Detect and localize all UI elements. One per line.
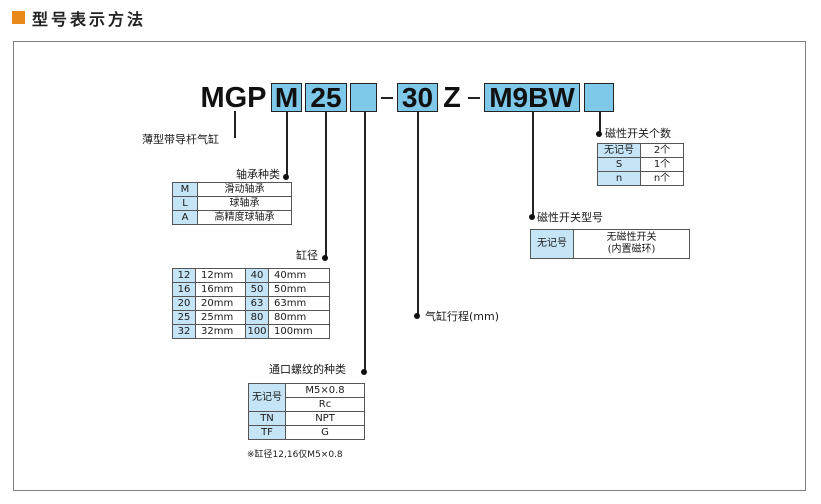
stroke-code-box: 30 [397, 83, 438, 112]
table-cell: 80mm [268, 310, 330, 325]
table-cell: G [285, 425, 365, 440]
bore-label: 缸径 [296, 249, 318, 262]
table-cell: 25mm [195, 310, 246, 325]
table-row: 16 16mm 50 50mm [172, 282, 330, 297]
port-label: 通口螺纹的种类 [269, 363, 346, 376]
table-row: A 高精度球轴承 [172, 210, 292, 225]
switch-type-label: 磁性开关型号 [537, 211, 603, 224]
port-footnote: ※缸径12,16仅M5×0.8 [247, 450, 343, 460]
table-cell: 滑动轴承 [197, 182, 292, 197]
table-cell: 1个 [640, 157, 684, 172]
table-row: 12 12mm 40 40mm [172, 268, 330, 283]
table-row: TF G [248, 425, 365, 440]
switch-count-box [584, 83, 614, 112]
table-cell: 16mm [195, 282, 246, 297]
table-row: TN NPT [248, 411, 365, 426]
table-cell: S [597, 157, 641, 172]
switch-type-desc-line2: (内置磁环) [607, 244, 656, 255]
switch-type-leader [532, 111, 534, 217]
model-prefix: MGP [200, 82, 267, 114]
table-cell: 16 [172, 282, 196, 297]
table-cell: 2个 [640, 143, 684, 158]
table-cell: 80 [245, 310, 269, 325]
table-row: 无记号 无磁性开关 (内置磁环) [530, 229, 690, 259]
port-code-box [350, 83, 377, 112]
bearing-leader [286, 111, 288, 177]
stroke-leader-dot [414, 313, 420, 319]
table-cell: n [597, 171, 641, 186]
table-row: L 球轴承 [172, 196, 292, 211]
bore-leader [325, 111, 327, 258]
separator-dash [381, 97, 393, 99]
table-cell: 40mm [268, 268, 330, 283]
switch-count-leader-dot [596, 131, 602, 137]
table-cell: 无记号 [597, 143, 641, 158]
switch-count-leader [599, 111, 601, 134]
heading-marker [12, 11, 25, 24]
table-cell: 50 [245, 282, 269, 297]
page-title: 型号表示方法 [32, 10, 147, 29]
table-cell: 球轴承 [197, 196, 292, 211]
switch-count-table: 无记号 2个 S 1个 n n个 [597, 143, 684, 186]
table-cell: NPT [285, 411, 365, 426]
table-cell: A [172, 210, 198, 225]
table-cell: M5×0.8 [285, 383, 365, 398]
bearing-leader-dot [283, 174, 289, 180]
series-label: 薄型带导杆气缸 [142, 133, 219, 146]
table-cell: TN [248, 411, 286, 426]
table-row: 无记号 2个 [597, 143, 684, 158]
series-leader [234, 111, 236, 138]
table-cell: 40 [245, 268, 269, 283]
table-row: S 1个 [597, 157, 684, 172]
table-row: n n个 [597, 171, 684, 186]
table-cell: 25 [172, 310, 196, 325]
table-row: 20 20mm 63 63mm [172, 296, 330, 311]
table-row: 25 25mm 80 80mm [172, 310, 330, 325]
table-cell: L [172, 196, 198, 211]
table-cell: Rc [285, 397, 365, 412]
switch-type-leader-dot [529, 214, 535, 220]
table-cell: 63 [245, 296, 269, 311]
table-row: M 滑动轴承 [172, 182, 292, 197]
bearing-table: M 滑动轴承 L 球轴承 A 高精度球轴承 [172, 182, 292, 225]
table-cell: 12 [172, 268, 196, 283]
table-cell: 50mm [268, 282, 330, 297]
table-cell: 无记号 [248, 383, 286, 412]
port-table: 无记号 M5×0.8 Rc TN NPT TF G [248, 383, 365, 440]
port-leader [364, 111, 366, 372]
table-cell: 无磁性开关 (内置磁环) [573, 229, 690, 259]
switch-count-label: 磁性开关个数 [605, 127, 671, 140]
switch-type-desc-line1: 无磁性开关 [606, 232, 657, 243]
bearing-label: 轴承种类 [236, 168, 280, 181]
stroke-leader [417, 111, 419, 316]
table-cell: M [172, 182, 198, 197]
stroke-label: 气缸行程(mm) [425, 310, 500, 323]
table-cell: 100 [245, 324, 269, 339]
separator-dash [468, 97, 480, 99]
bore-code-box: 25 [305, 83, 347, 112]
bore-leader-dot [322, 255, 328, 261]
switch-type-table: 无记号 无磁性开关 (内置磁环) [530, 229, 690, 259]
switch-code-box: M9BW [484, 83, 580, 112]
content-frame [13, 41, 806, 491]
table-cell: n个 [640, 171, 684, 186]
port-leader-dot [361, 369, 367, 375]
table-cell: 32mm [195, 324, 246, 339]
table-cell: TF [248, 425, 286, 440]
table-row: 无记号 M5×0.8 [248, 383, 365, 412]
bore-table: 12 12mm 40 40mm 16 16mm 50 50mm 20 20mm … [172, 268, 330, 339]
z-suffix: Z [443, 82, 461, 114]
table-cell: 20 [172, 296, 196, 311]
bearing-code-box: M [271, 83, 302, 112]
table-cell: 63mm [268, 296, 330, 311]
table-cell: 20mm [195, 296, 246, 311]
table-cell: 12mm [195, 268, 246, 283]
table-cell: 高精度球轴承 [197, 210, 292, 225]
table-cell: 无记号 [530, 229, 574, 259]
table-row: 32 32mm 100 100mm [172, 324, 330, 339]
table-cell: 32 [172, 324, 196, 339]
table-cell: 100mm [268, 324, 330, 339]
